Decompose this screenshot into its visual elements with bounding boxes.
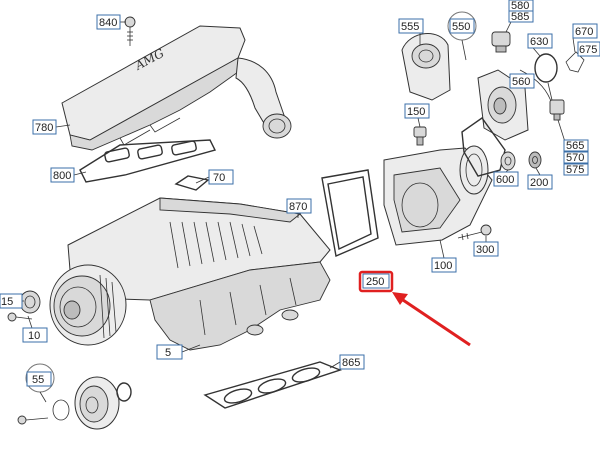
gasket-70	[174, 175, 210, 191]
svg-text:150: 150	[407, 106, 425, 118]
callout-150[interactable]: 150	[404, 103, 430, 119]
callout-5[interactable]: 5	[156, 344, 183, 360]
pulley-55	[17, 363, 132, 430]
callout-100[interactable]: 100	[431, 257, 457, 273]
svg-text:865: 865	[342, 357, 360, 369]
connector-580	[491, 31, 511, 53]
callout-630[interactable]: 630	[527, 33, 553, 49]
svg-text:580: 580	[511, 0, 529, 12]
pulley	[49, 264, 127, 346]
gasket-865	[203, 361, 343, 409]
callout-840[interactable]: 840	[96, 14, 121, 30]
nut-200	[528, 151, 542, 169]
actuator-gasket	[461, 117, 506, 177]
supercharger-body	[67, 197, 331, 351]
svg-text:250: 250	[366, 276, 384, 288]
svg-text:70: 70	[213, 172, 225, 184]
bolt-840	[124, 16, 136, 46]
svg-text:600: 600	[496, 174, 514, 186]
callout-865[interactable]: 865	[339, 354, 365, 370]
callout-10[interactable]: 10	[22, 327, 48, 343]
svg-text:560: 560	[512, 76, 530, 88]
svg-text:300: 300	[476, 244, 494, 256]
sensor-150	[413, 126, 427, 146]
callout-15[interactable]: 15	[0, 293, 23, 309]
sensor-cable-560	[519, 69, 565, 121]
bolt-10	[7, 312, 33, 322]
callout-250-highlighted[interactable]: 250	[358, 270, 394, 293]
callout-575[interactable]: 575	[563, 163, 589, 176]
intake-pipe	[235, 57, 292, 139]
svg-text:100: 100	[434, 260, 452, 272]
plug-600	[500, 151, 516, 171]
svg-text:840: 840	[99, 17, 117, 29]
svg-text:555: 555	[401, 21, 419, 33]
callout-550[interactable]: 550	[449, 18, 475, 34]
callout-55[interactable]: 55	[26, 371, 52, 387]
gasket-800	[79, 139, 217, 183]
highlight-arrow	[392, 292, 471, 347]
callout-570[interactable]: 570	[563, 151, 589, 164]
svg-text:630: 630	[530, 36, 548, 48]
svg-text:5: 5	[165, 347, 171, 359]
callout-675[interactable]: 675	[577, 41, 600, 57]
svg-text:200: 200	[530, 177, 548, 189]
callout-780[interactable]: 780	[32, 119, 57, 135]
callout-560[interactable]: 560	[509, 73, 535, 89]
svg-text:570: 570	[566, 152, 584, 164]
callout-870[interactable]: 870	[286, 198, 312, 214]
callout-70[interactable]: 70	[208, 169, 234, 185]
svg-text:565: 565	[566, 140, 584, 152]
callout-600[interactable]: 600	[493, 171, 519, 187]
oring-630	[534, 53, 558, 83]
svg-text:870: 870	[289, 201, 307, 213]
clip-670	[565, 51, 585, 73]
engine-cover: AMG	[61, 25, 246, 151]
callout-800[interactable]: 800	[50, 167, 75, 183]
callout-585[interactable]: 585	[508, 10, 534, 23]
svg-text:55: 55	[32, 374, 44, 386]
callout-300[interactable]: 300	[473, 241, 499, 257]
throttle-housing-100	[383, 145, 493, 246]
svg-text:670: 670	[575, 26, 593, 38]
bolt-300	[457, 224, 492, 241]
callout-670[interactable]: 670	[572, 23, 598, 39]
actuator-cover-555	[401, 33, 451, 101]
callout-200[interactable]: 200	[527, 174, 553, 190]
svg-text:15: 15	[1, 296, 13, 308]
callout-555[interactable]: 555	[398, 18, 424, 34]
idler-15	[19, 290, 41, 314]
gasket-250	[321, 169, 379, 257]
svg-text:550: 550	[452, 21, 470, 33]
svg-text:780: 780	[35, 122, 53, 134]
svg-text:575: 575	[566, 164, 584, 176]
svg-text:800: 800	[53, 170, 71, 182]
svg-text:10: 10	[28, 330, 40, 342]
svg-text:675: 675	[579, 44, 597, 56]
highlight-box	[358, 270, 394, 293]
svg-text:585: 585	[511, 11, 529, 23]
callout-565[interactable]: 565	[563, 139, 589, 152]
